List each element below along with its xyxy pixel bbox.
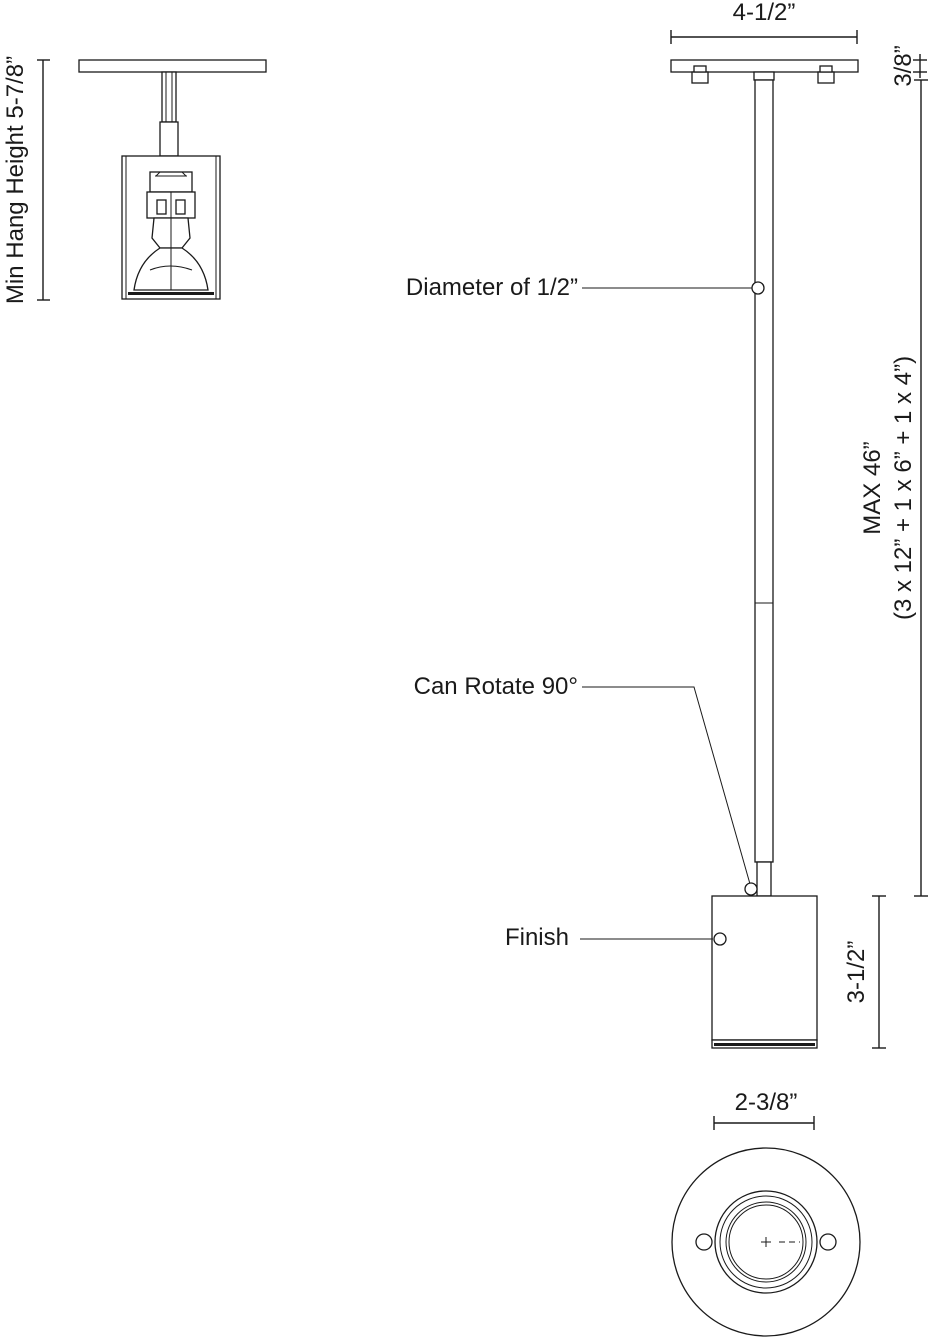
head-height-dimension (872, 895, 886, 1049)
canopy-thickness-dimension (913, 54, 927, 78)
rotate-callout (582, 686, 758, 896)
head-diameter-dimension (713, 1116, 815, 1130)
finish-label: Finish (505, 924, 569, 951)
canopy (670, 59, 859, 84)
max-length-label-line2: (3 x 12” + 1 x 6” + 1 x 4”) (890, 356, 917, 620)
can-rotate-label: Can Rotate 90° (414, 673, 578, 700)
head-height-label: 3-1/2” (843, 941, 870, 1004)
pendant-head (711, 895, 818, 1049)
finish-callout (580, 932, 727, 946)
min-hang-dimension-line (37, 59, 50, 301)
min-stem (159, 71, 179, 157)
canopy-width-dimension (670, 30, 858, 44)
min-canopy (78, 59, 267, 73)
canopy-thickness-label: 3/8” (890, 45, 917, 86)
diameter-label: Diameter of 1/2” (406, 274, 578, 301)
head-diameter-label: 2-3/8” (735, 1089, 798, 1116)
min-hang-height-label: Min Hang Height 5-7/8” (2, 56, 29, 304)
max-length-dimension (914, 79, 928, 897)
canopy-width-label: 4-1/2” (733, 0, 796, 26)
max-length-label-line1: MAX 46” (859, 441, 886, 534)
max-length-view: 4-1/2” 3/8” MAX (406, 0, 928, 1049)
bottom-view: 2-3/8” (671, 1089, 861, 1337)
downrod (754, 79, 774, 897)
mounting-hole-left (695, 1233, 713, 1251)
mounting-hole-right (819, 1233, 837, 1251)
min-hang-view: Min Hang Height 5-7/8” (2, 56, 267, 304)
min-head (121, 155, 221, 300)
diameter-callout (582, 281, 765, 295)
